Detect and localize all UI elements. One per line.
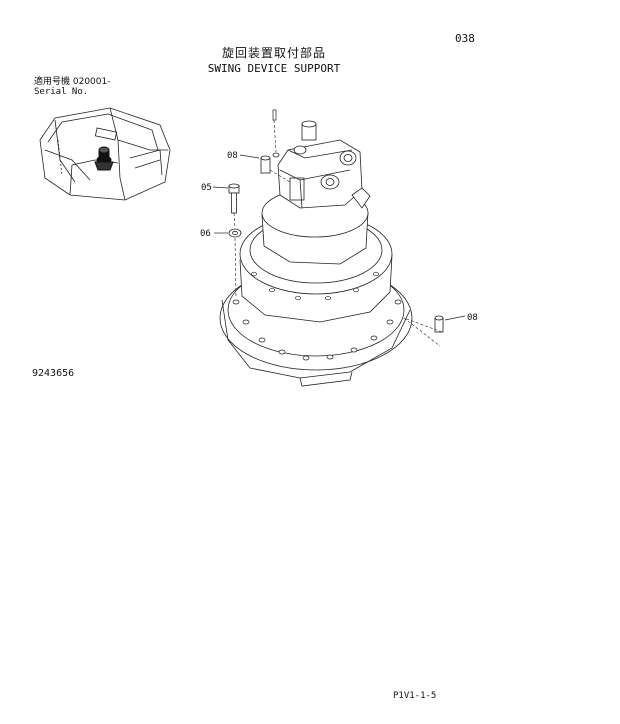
part-pin-08-lower	[434, 315, 444, 333]
footer-code: P1V1-1-5	[393, 691, 437, 701]
diagram-number: 9243656	[32, 368, 75, 379]
page-number: 038	[455, 32, 475, 45]
leader-lines	[212, 154, 466, 321]
part-washer-06	[228, 228, 242, 238]
title-english: SWING DEVICE SUPPORT	[207, 62, 341, 75]
flange-bolt-holes	[232, 271, 402, 361]
part-small-pin-top	[272, 109, 277, 121]
callout-05: 05	[201, 183, 212, 193]
callout-06: 06	[200, 229, 211, 239]
title-japanese: 旋回装置取付部品	[221, 46, 326, 60]
part-pin-08-upper	[260, 152, 280, 174]
assembly-dashed-lines	[233, 119, 443, 347]
callout-08-lower: 08	[467, 313, 478, 323]
locator-highlight	[94, 146, 114, 171]
serial-label-japanese: 適用号機 020001-	[34, 77, 111, 87]
swing-device-assembly	[219, 120, 413, 387]
callout-08-upper: 08	[227, 151, 238, 161]
serial-label-english: Serial No.	[34, 87, 89, 97]
part-bolt-05	[228, 183, 240, 214]
